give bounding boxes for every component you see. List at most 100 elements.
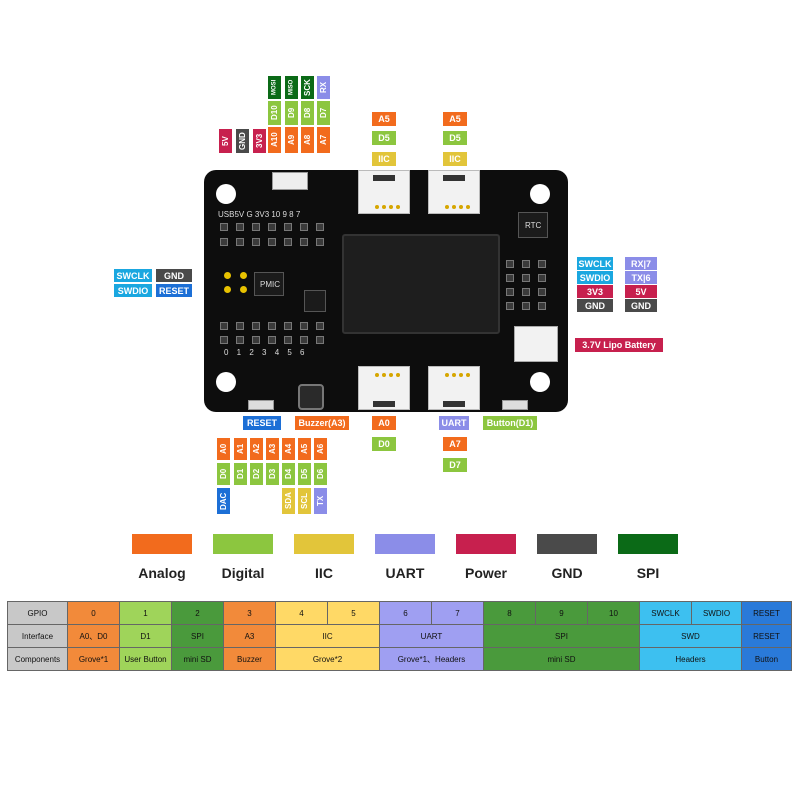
legend-swatch-power <box>456 534 516 554</box>
pin-label-gnd: GND <box>236 129 249 153</box>
legend-swatch-uart <box>375 534 435 554</box>
pin-label-d4: D4 <box>282 463 295 485</box>
pmic-chip <box>254 272 284 296</box>
pin-label-d0: D0 <box>217 463 230 485</box>
table-cell: 2 <box>171 601 224 625</box>
table-cell: UART <box>379 624 484 648</box>
table-cell: 10 <box>587 601 640 625</box>
table-row-gpio: GPIO 0 1 2 3 4 5 6 7 8 9 10 SWCLK SWDIO … <box>7 601 792 625</box>
power-switch[interactable] <box>272 172 308 190</box>
table-cell: Headers <box>639 647 742 671</box>
pin-label-miso: MISO <box>285 76 298 99</box>
table-cell: 0 <box>67 601 120 625</box>
user-button[interactable] <box>502 400 528 410</box>
grove-bottom-d7: D7 <box>443 458 467 472</box>
led-indicator-3 <box>224 286 231 293</box>
pin-label-a4: A4 <box>282 438 295 460</box>
table-cell: IIC <box>275 624 380 648</box>
grove-top-left-d5: D5 <box>372 131 396 145</box>
table-cell: 6 <box>379 601 432 625</box>
pin-label-scl: SCL <box>298 488 311 514</box>
right-tx-label: TX|6 <box>625 271 657 284</box>
oled-display <box>342 234 500 334</box>
grove-connector-bottom-right[interactable] <box>428 366 480 410</box>
pin-label-d2: D2 <box>250 463 263 485</box>
mount-hole-tr <box>530 184 550 204</box>
pin-label-rx: RX <box>317 76 330 99</box>
led-indicator-4 <box>240 286 247 293</box>
table-cell: mini SD <box>171 647 224 671</box>
table-cell: SPI <box>171 624 224 648</box>
pin-label-mosi: MOSI <box>268 76 281 99</box>
small-chip <box>304 290 326 312</box>
table-cell: A3 <box>223 624 276 648</box>
pin-label-d7: D7 <box>317 101 330 125</box>
pin-label-d9: D9 <box>285 101 298 125</box>
uart-label: UART <box>439 416 469 430</box>
top-header-silk: USB5V G 3V3 10 9 8 7 <box>218 210 301 219</box>
battery-connector[interactable] <box>514 326 558 362</box>
grove-top-left-a5: A5 <box>372 112 396 126</box>
table-cell: 9 <box>535 601 588 625</box>
battery-label: 3.7V Lipo Battery <box>575 338 663 352</box>
table-cell: RESET <box>741 601 792 625</box>
table-cell: Button <box>741 647 792 671</box>
legend-label-gnd: GND <box>551 565 583 581</box>
table-cell: GPIO <box>7 601 68 625</box>
pin-label-a7: A7 <box>317 127 330 153</box>
left-gnd-label: GND <box>156 269 192 282</box>
pin-label-d5: D5 <box>298 463 311 485</box>
pin-map-table: GPIO 0 1 2 3 4 5 6 7 8 9 10 SWCLK SWDIO … <box>7 601 792 671</box>
table-cell: Grove*1、Headers <box>379 647 484 671</box>
right-swclk-label: SWCLK <box>577 257 613 270</box>
pin-label-a5: A5 <box>298 438 311 460</box>
table-cell: Components <box>7 647 68 671</box>
table-row-components: Components Grove*1 User Button mini SD B… <box>7 647 792 671</box>
pin-label-d8: D8 <box>301 101 314 125</box>
legend-swatch-iic <box>294 534 354 554</box>
grove-bottom-d0: D0 <box>372 437 396 451</box>
rtc-label: RTC <box>525 221 542 230</box>
mount-hole-br <box>530 372 550 392</box>
table-cell: mini SD <box>483 647 640 671</box>
grove-top-right-d5: D5 <box>443 131 467 145</box>
pin-label-d6: D6 <box>314 463 327 485</box>
pin-label-tx: TX <box>314 488 327 514</box>
pin-label-5v: 5V <box>219 129 232 153</box>
grove-connector-top-left[interactable] <box>358 170 410 214</box>
legend-label-iic: IIC <box>315 565 333 581</box>
legend-swatch-gnd <box>537 534 597 554</box>
buzzer-label: Buzzer(A3) <box>295 416 349 430</box>
pin-label-a10: A10 <box>268 127 281 153</box>
pin-label-d10: D10 <box>268 101 281 125</box>
led-indicator-2 <box>240 272 247 279</box>
pin-label-a1: A1 <box>234 438 247 460</box>
pin-label-sda: SDA <box>282 488 295 514</box>
pin-label-a6: A6 <box>314 438 327 460</box>
pmic-label: PMIC <box>260 280 280 289</box>
rtc-chip <box>518 212 548 238</box>
pin-label-sck: SCK <box>301 76 314 99</box>
buzzer <box>298 384 324 410</box>
table-cell: RESET <box>741 624 792 648</box>
table-cell: 3 <box>223 601 276 625</box>
mount-hole-tl <box>216 184 236 204</box>
right-swdio-label: SWDIO <box>577 271 613 284</box>
table-cell: 5 <box>327 601 380 625</box>
right-rx-label: RX|7 <box>625 257 657 270</box>
table-row-interface: Interface A0、D0 D1 SPI A3 IIC UART SPI S… <box>7 624 792 648</box>
table-cell: 7 <box>431 601 484 625</box>
reset-button[interactable] <box>248 400 274 410</box>
grove-bottom-a7: A7 <box>443 437 467 451</box>
table-cell: Buzzer <box>223 647 276 671</box>
pin-label-3v3: 3V3 <box>253 129 266 153</box>
legend-label-analog: Analog <box>138 565 186 581</box>
table-cell: SPI <box>483 624 640 648</box>
table-cell: Grove*2 <box>275 647 380 671</box>
grove-connector-bottom-left[interactable] <box>358 366 410 410</box>
pin-label-dac: DAC <box>217 488 230 514</box>
grove-top-right-iic: IIC <box>443 152 467 166</box>
button-label: Button(D1) <box>483 416 537 430</box>
grove-top-left-iic: IIC <box>372 152 396 166</box>
grove-connector-top-right[interactable] <box>428 170 480 214</box>
